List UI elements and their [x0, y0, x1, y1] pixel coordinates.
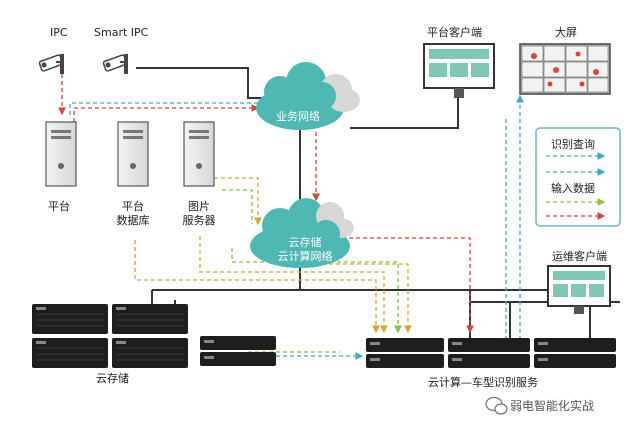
- solid-links: [136, 67, 620, 338]
- compute-server-units: [200, 336, 616, 368]
- ipc-camera-icon: [38, 54, 64, 74]
- image-server-label-1: 图片: [188, 200, 210, 213]
- business-network-cloud: [256, 62, 360, 130]
- database-server-icon: [117, 121, 149, 187]
- platform-client-label: 平台客户端: [427, 26, 482, 39]
- cloud-storage-label: 云存储: [96, 372, 129, 385]
- image-server-icon: [183, 121, 215, 187]
- smart-ipc-camera-icon: [102, 54, 128, 74]
- watermark-text: 弱电智能化实战: [510, 399, 595, 413]
- business-network-label: 业务网络: [276, 110, 320, 123]
- cloud-storage-network-label-2: 云计算网络: [277, 250, 333, 263]
- cloud-storage-network-cloud: [250, 198, 354, 268]
- cloud-storage-network-label-1: 云存储: [288, 236, 322, 249]
- big-screen-label: 大屏: [555, 26, 577, 39]
- ops-client-monitor-icon: [547, 265, 611, 314]
- cloud-storage-units: [32, 304, 188, 368]
- wechat-logo-icon: [485, 396, 508, 415]
- ops-client-label: 运维客户端: [552, 250, 607, 263]
- link-smartipc-business: [136, 67, 270, 99]
- platform-db-label-1: 平台: [122, 200, 144, 213]
- smart-ipc-label: Smart IPC: [94, 26, 149, 39]
- legend-identify-query: 识别查询: [551, 138, 595, 151]
- platform-client-monitor-icon: [423, 43, 495, 98]
- ipc-label: IPC: [50, 26, 68, 39]
- cloud-compute-service-label: 云计算—车型识别服务: [428, 376, 538, 389]
- image-server-label-2: 服务器: [182, 214, 216, 227]
- platform-server-icon: [45, 121, 77, 187]
- big-screen-icon: [519, 43, 611, 95]
- link-client-business: [350, 88, 459, 129]
- platform-label: 平台: [48, 200, 70, 213]
- platform-db-label-2: 数据库: [116, 214, 150, 227]
- legend-input-data: 输入数据: [551, 182, 595, 195]
- legend-box: [535, 127, 621, 227]
